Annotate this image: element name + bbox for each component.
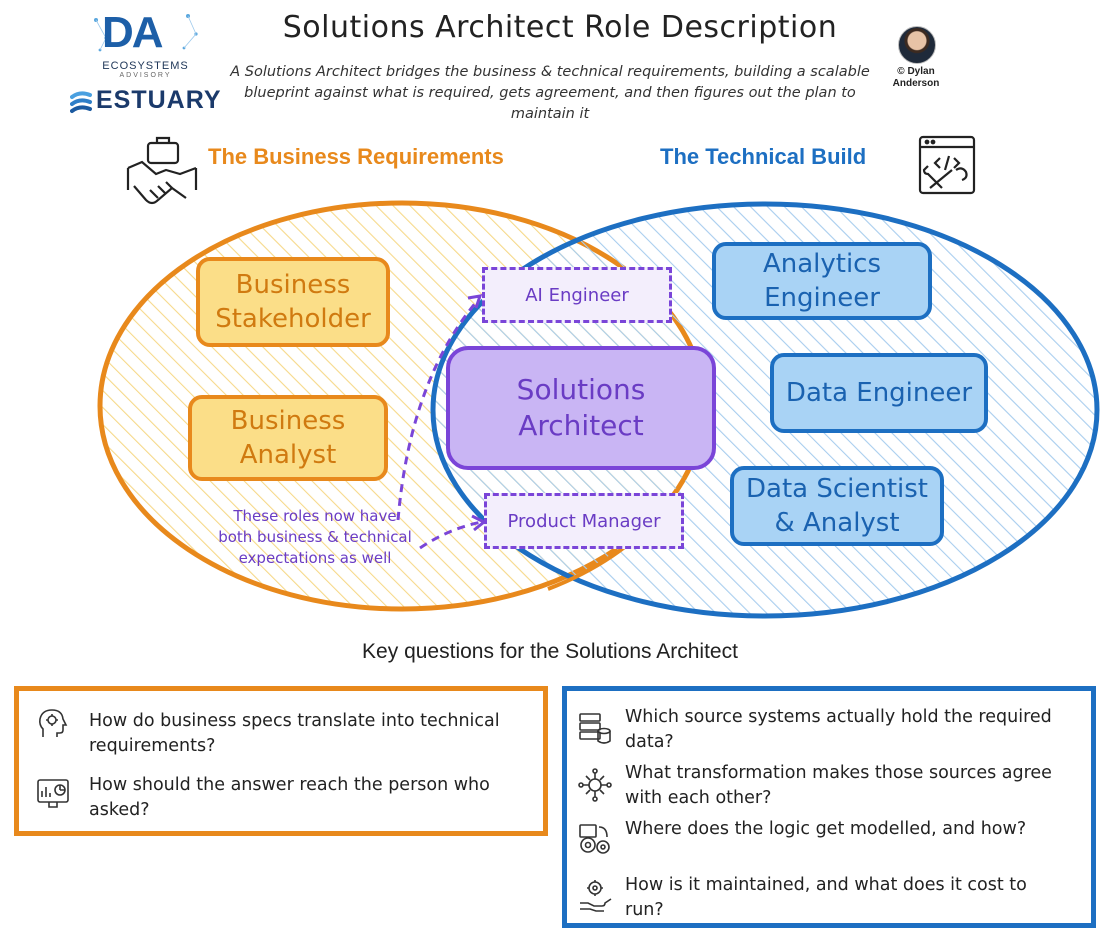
hybrid-roles-note: These roles now have both business & tec… bbox=[218, 507, 412, 567]
estuary-logo: ESTUARY bbox=[70, 84, 230, 118]
role-business-analyst: Business Analyst bbox=[188, 395, 388, 481]
role-business-stakeholder: Business Stakeholder bbox=[196, 257, 390, 347]
da-ecosystems-logo: DA ECOSYSTEMS ADVISORY bbox=[88, 8, 203, 80]
business-question-2: How should the answer reach the person w… bbox=[89, 775, 490, 820]
key-questions-title: Key questions for the Solutions Architec… bbox=[362, 640, 738, 663]
connector-arrow-ai bbox=[396, 299, 480, 521]
constellation-dots-icon bbox=[94, 14, 198, 52]
business-question-1: How do business specs translate into tec… bbox=[89, 711, 500, 756]
role-product-manager: Product Manager bbox=[484, 493, 684, 549]
author-avatar bbox=[898, 26, 936, 64]
connector-arrow-pm bbox=[419, 520, 483, 550]
business-heading: The Business Requirements bbox=[208, 144, 504, 169]
dashboard-monitor-icon bbox=[37, 779, 69, 808]
da-logo-letters: DA bbox=[102, 8, 164, 57]
handshake-briefcase-icon bbox=[126, 136, 198, 205]
technical-question-4: How is it maintained, and what does it c… bbox=[625, 875, 1027, 920]
technical-questions-panel: Which source systems actually hold the r… bbox=[562, 686, 1096, 928]
business-questions-panel: How do business specs translate into tec… bbox=[14, 686, 548, 836]
role-data-engineer: Data Engineer bbox=[770, 353, 988, 433]
technical-question-3: Where does the logic get modelled, and h… bbox=[625, 819, 1027, 839]
modelling-gears-icon bbox=[579, 824, 610, 854]
da-logo-line1: ECOSYSTEMS bbox=[102, 60, 189, 72]
hand-gear-icon bbox=[580, 880, 612, 912]
role-analytics-engineer: Analytics Engineer bbox=[712, 242, 932, 320]
head-gear-icon bbox=[39, 709, 68, 737]
estuary-logo-text: ESTUARY bbox=[96, 86, 222, 114]
role-data-scientist-analyst: Data Scientist & Analyst bbox=[730, 466, 944, 546]
da-logo-line2: ADVISORY bbox=[119, 72, 172, 79]
role-ai-engineer: AI Engineer bbox=[482, 267, 672, 323]
network-hub-icon bbox=[578, 768, 612, 802]
page-title: Solutions Architect Role Description bbox=[282, 10, 838, 45]
author-credit: © Dylan Anderson bbox=[892, 66, 940, 89]
browser-tools-icon bbox=[918, 135, 976, 195]
page-subtitle: A Solutions Architect bridges the busine… bbox=[230, 64, 870, 122]
estuary-wave-icon bbox=[70, 91, 92, 113]
database-server-icon bbox=[579, 713, 611, 744]
technical-question-2: What transformation makes those sources … bbox=[625, 763, 1052, 808]
technical-question-1: Which source systems actually hold the r… bbox=[625, 707, 1052, 752]
role-solutions-architect: Solutions Architect bbox=[446, 346, 716, 470]
technical-heading: The Technical Build bbox=[660, 144, 867, 169]
